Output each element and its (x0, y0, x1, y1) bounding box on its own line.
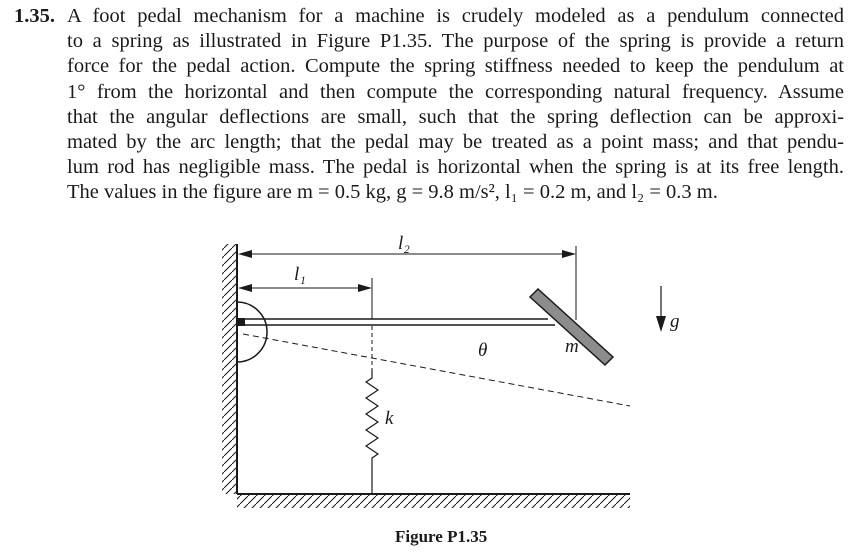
deflected-position-line (242, 333, 631, 407)
label-theta: θ (478, 340, 487, 361)
wall-hatching (222, 244, 237, 494)
label-l2: l₂ (398, 233, 410, 254)
spring (364, 370, 380, 494)
label-m: m (565, 336, 579, 357)
pedal-mass (528, 287, 615, 367)
gravity-arrow-head (656, 316, 666, 332)
l2-arrow-left (238, 250, 252, 258)
problem-line-7: lum rod has negligible mass. The pedal i… (67, 156, 844, 179)
label-g: g (670, 311, 680, 332)
label-l1: l₁ (294, 264, 306, 285)
problem-line-6: mated by the arc length; that the pedal … (67, 131, 844, 154)
problem-line-2: to a spring as illustrated in Figure P1.… (67, 30, 844, 53)
pivot-semicircle (236, 301, 268, 363)
ground-hatching (237, 494, 630, 508)
l2-arrow-right (562, 250, 576, 258)
problem-line-3: force for the pedal action. Compute the … (67, 55, 844, 78)
l1-arrow-right (358, 284, 372, 292)
problem-line-5: that the angular deflections are small, … (67, 105, 844, 128)
problem-line-4: 1° from the horizontal and then compute … (67, 80, 844, 103)
l1-arrow-left (238, 284, 252, 292)
problem-statement: 1.35. A foot pedal mechanism for a machi… (14, 4, 844, 206)
problem-line-8: The values in the figure are m = 0.5 kg,… (67, 181, 718, 204)
problem-line-1: A foot pedal mechanism for a machine is … (67, 5, 844, 27)
pivot-block (237, 318, 245, 326)
label-k: k (385, 408, 394, 429)
problem-number: 1.35. (14, 5, 55, 27)
figure-caption: Figure P1.35 (395, 527, 488, 546)
